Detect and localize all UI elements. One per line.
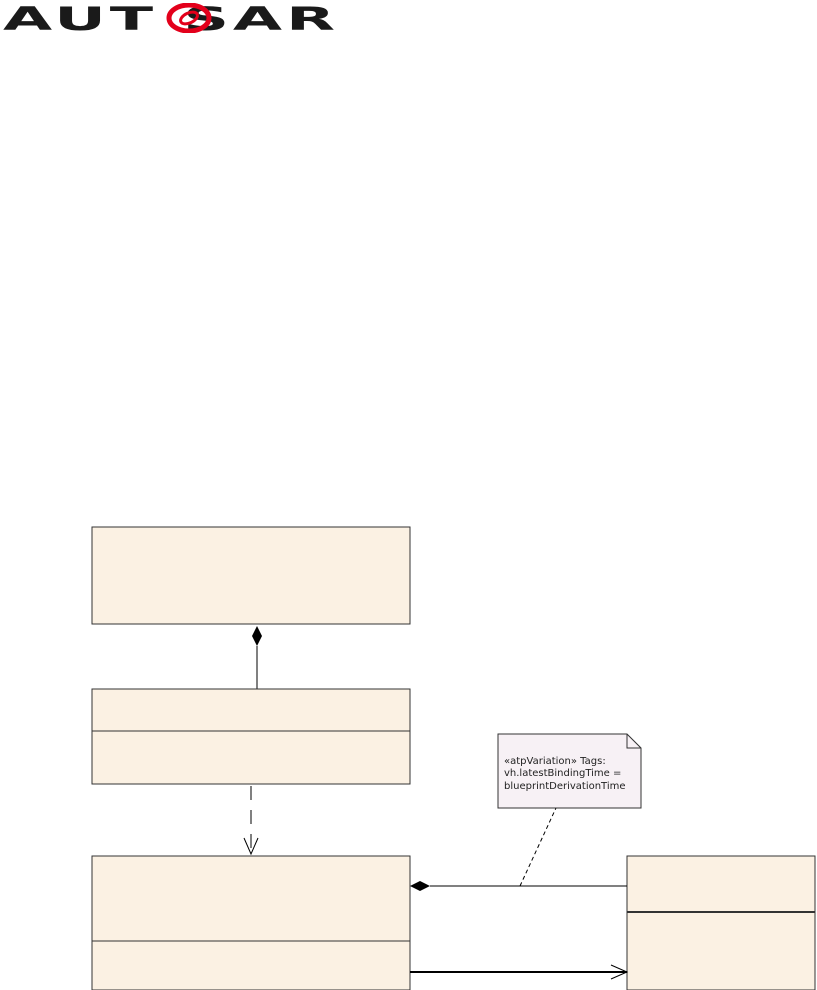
- composition-diamond-icon: [410, 881, 430, 891]
- class-box-bottom[interactable]: [91, 855, 411, 990]
- note-fold-icon: [626, 734, 641, 749]
- logo-o-swirl-icon: [166, 3, 212, 33]
- composition-top-middle: [252, 626, 262, 689]
- note-line-1: «atpVariation» Tags:: [504, 756, 606, 767]
- class-box-middle[interactable]: [91, 688, 411, 785]
- variation-note[interactable]: «atpVariation» Tags: vh.latestBindingTim…: [497, 733, 642, 809]
- class-box-top[interactable]: [91, 526, 411, 625]
- note-line-3: blueprintDerivationTime: [504, 781, 626, 792]
- open-arrow-icon: [243, 837, 259, 856]
- note-anchor-line: [519, 807, 557, 887]
- open-arrow-icon: [610, 964, 629, 980]
- autosar-logo: AUT SAR: [3, 3, 337, 33]
- note-line-2: vh.latestBindingTime =: [504, 768, 621, 779]
- class-box-right[interactable]: [626, 855, 816, 990]
- composition-bottom-right: [410, 881, 627, 891]
- dependency-middle-bottom: [243, 786, 259, 856]
- composition-diamond-icon: [252, 626, 262, 646]
- association-bottom-right: [410, 964, 629, 980]
